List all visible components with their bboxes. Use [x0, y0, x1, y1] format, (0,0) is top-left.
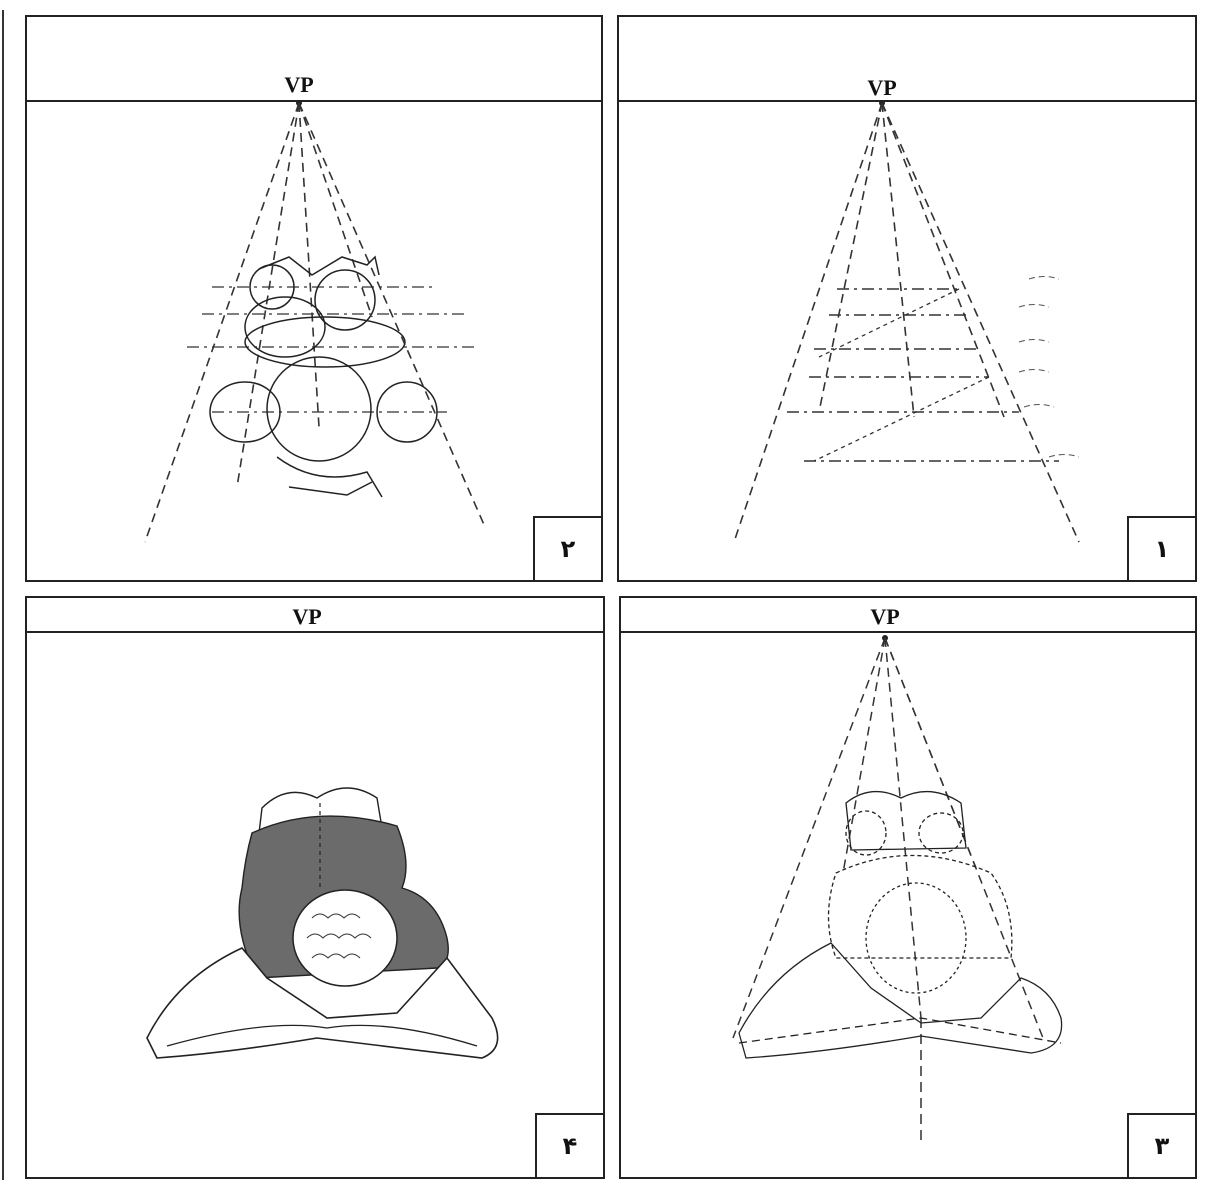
perspective-lines: [733, 638, 1043, 1038]
panel-2: VP ۲: [25, 15, 603, 582]
vp-label: VP: [867, 75, 896, 101]
panel-1-drawing: [619, 17, 1197, 582]
vp-label: VP: [284, 72, 313, 98]
panel-4: VP ۴: [25, 596, 605, 1179]
panel-number: ۱: [1127, 516, 1197, 582]
panel-number: ۳: [1127, 1113, 1197, 1179]
figure-illustration: [147, 788, 498, 1058]
horizontal-guides: [187, 287, 477, 412]
perspective-lines: [734, 103, 1079, 542]
panel-2-drawing: [27, 17, 603, 582]
panel-3-drawing: [621, 598, 1197, 1179]
panel-number: ۲: [533, 516, 603, 582]
horizontal-guides: [787, 289, 1059, 461]
left-margin-rule: [2, 10, 4, 1180]
panel-4-drawing: [27, 598, 605, 1179]
figure-construction: [739, 792, 1062, 1058]
panel-3: VP ۳: [619, 596, 1197, 1179]
vp-label: VP: [292, 604, 321, 630]
panel-1: VP ۱: [617, 15, 1197, 582]
vp-label: VP: [870, 604, 899, 630]
perspective-lines: [145, 103, 485, 542]
arrow-marks: [1019, 277, 1079, 458]
panel-number: ۴: [535, 1113, 605, 1179]
figure-construction: [210, 257, 437, 497]
